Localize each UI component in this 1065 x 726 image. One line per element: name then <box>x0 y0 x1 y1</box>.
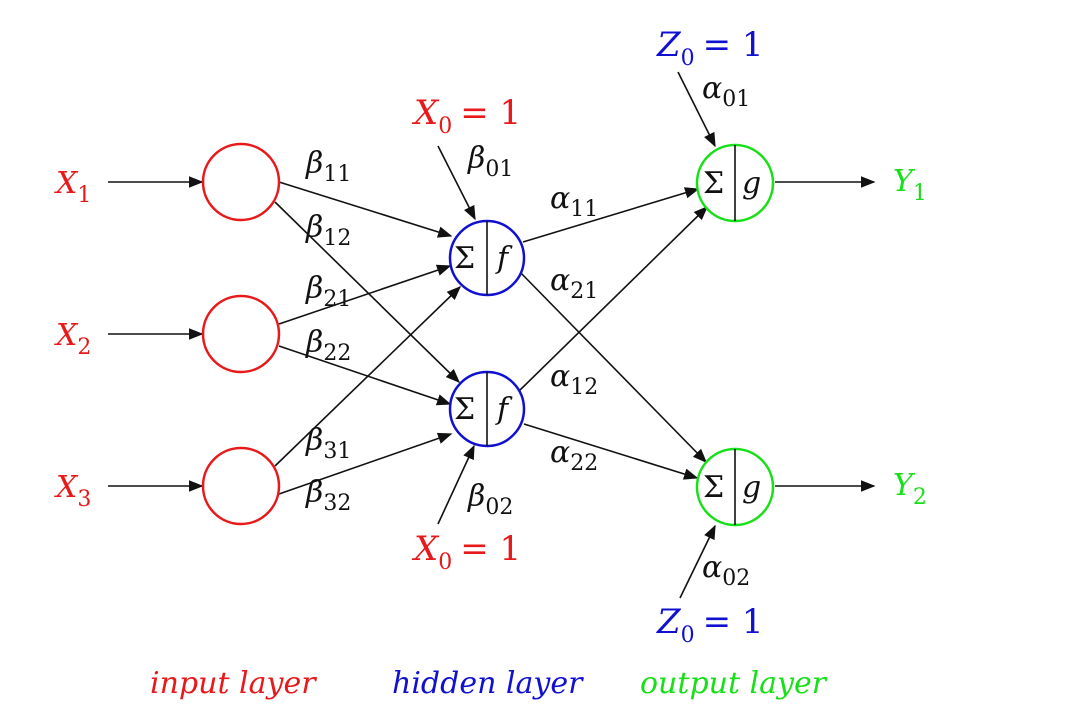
hidden-layer: Σ f Σ f <box>448 219 526 448</box>
hidden-layer-caption: hidden layer <box>392 666 584 701</box>
edge-bias-h1 <box>437 145 476 221</box>
edge-x2-h2 <box>278 345 452 406</box>
output-node-1-fn: g <box>742 166 761 201</box>
edge-bias-o1 <box>677 71 716 148</box>
edge-x3-h1 <box>274 285 462 467</box>
beta-22-label: β22 <box>305 325 351 366</box>
hidden-node-2-sum: Σ <box>454 392 475 427</box>
beta-31-label: β31 <box>305 423 351 464</box>
hidden-bias-label-2: X0= 1 <box>411 529 521 575</box>
input-label-3: X3 <box>54 470 91 512</box>
beta-11-label: β11 <box>305 146 351 187</box>
output-bias-label-2: Z0= 1 <box>656 602 764 648</box>
input-label-1: X1 <box>54 166 91 208</box>
alpha-12-label: α12 <box>550 359 598 400</box>
alpha-21-label: α21 <box>550 263 598 304</box>
edge-x2-h1 <box>278 264 452 325</box>
output-node-2-sum: Σ <box>703 470 724 505</box>
edge-bias-h2 <box>437 444 475 525</box>
beta-12-label: β12 <box>305 210 351 251</box>
output-label-2: Y2 <box>893 468 927 510</box>
hidden-node-1: Σ f <box>448 219 526 297</box>
input-node-2 <box>201 294 281 374</box>
edges <box>108 71 876 599</box>
edge-h1-o1 <box>522 187 700 243</box>
beta-32-label: β32 <box>305 475 351 516</box>
edge-x1-h2 <box>274 201 461 384</box>
edge-h1-o2 <box>517 269 708 464</box>
edge-bias-o2 <box>679 524 716 599</box>
hidden-bias-label-1: X0= 1 <box>411 93 521 139</box>
input-node-3 <box>201 446 281 526</box>
output-node-1: Σ g <box>695 143 775 223</box>
edge-h2-o2 <box>523 423 699 480</box>
output-layer-caption: output layer <box>640 666 828 701</box>
beta-21-label: β21 <box>305 271 351 312</box>
output-layer: Σ g Σ g <box>695 143 775 527</box>
beta-01-label: β01 <box>467 141 513 182</box>
hidden-node-2: Σ f <box>448 370 526 448</box>
output-node-2-fn: g <box>742 470 761 505</box>
input-layer-caption: input layer <box>150 666 317 701</box>
edge-x3-h2 <box>278 432 453 495</box>
alpha-02-label: α02 <box>702 550 750 591</box>
edge-x1-h1 <box>278 181 453 238</box>
output-bias-label-1: Z0= 1 <box>656 25 764 71</box>
beta-02-label: β02 <box>467 479 513 520</box>
output-node-1-sum: Σ <box>703 166 724 201</box>
edge-h2-o1 <box>517 205 709 393</box>
output-node-2: Σ g <box>695 447 775 527</box>
input-layer <box>201 142 281 526</box>
alpha-11-label: α11 <box>550 181 598 222</box>
input-node-1 <box>201 142 281 222</box>
input-label-2: X2 <box>54 318 91 360</box>
output-label-1: Y1 <box>893 164 927 206</box>
alpha-22-label: α22 <box>550 435 598 476</box>
hidden-node-1-sum: Σ <box>454 241 475 276</box>
alpha-01-label: α01 <box>702 71 750 112</box>
